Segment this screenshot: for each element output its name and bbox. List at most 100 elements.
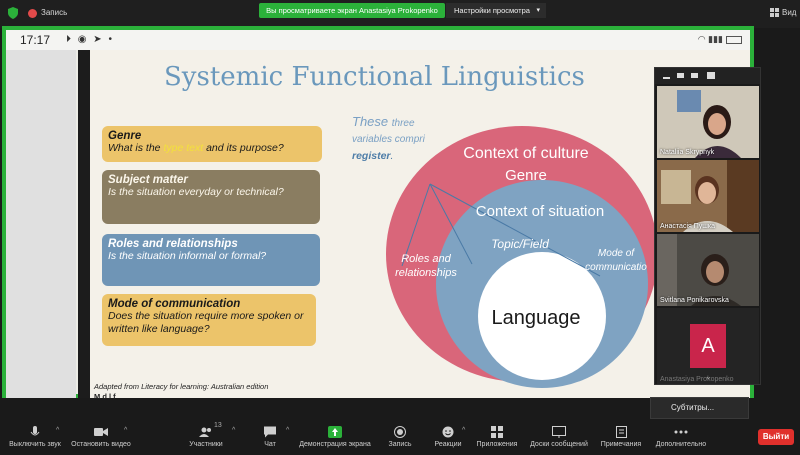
notes-icon — [615, 426, 627, 438]
share-screen-button[interactable]: Демонстрация экрана — [296, 420, 374, 455]
subject-matter-question: Is the situation everyday or technical? — [108, 186, 284, 198]
minimize-icon[interactable] — [663, 77, 670, 79]
mode-label-line1: Mode of — [598, 248, 635, 259]
roles-label-line2: relationships — [395, 267, 457, 279]
more-button[interactable]: Дополнительно — [652, 420, 710, 455]
topic-field-label: Topic/Field — [491, 237, 549, 251]
view-options-button[interactable]: Настройки просмотра ▾ — [446, 3, 546, 18]
smiley-icon — [442, 426, 454, 438]
venn-diagram: Context of culture Genre Context of situ… — [386, 126, 658, 388]
language-circle — [478, 252, 606, 380]
chevron-down-icon[interactable]: ⌄ — [705, 372, 712, 381]
chat-button[interactable]: Чат ^ — [256, 420, 289, 455]
participant-video — [657, 160, 759, 232]
participants-button[interactable]: Участники 13 ^ — [184, 420, 235, 455]
participant-name: Анастасія Пушка — [660, 223, 715, 230]
mute-button[interactable]: Выключить звук ^ — [4, 420, 66, 455]
status-icons: ◠ ▮▮▮ — [698, 34, 742, 45]
participant-name: Svitlana Ponikarovska — [660, 297, 729, 304]
slide: Systemic Functional Linguistics Genre Wh… — [90, 50, 750, 401]
roles-question: Is the situation informal or formal? — [108, 250, 267, 262]
grid-view-icon[interactable] — [770, 8, 779, 17]
these-word: These — [352, 114, 389, 129]
view-label[interactable]: Вид — [782, 8, 797, 17]
roles-heading: Roles and relationships — [108, 238, 238, 250]
record-button[interactable]: Запись — [382, 420, 418, 455]
top-bar: Запись Вы просматриваете экран Anastasiy… — [0, 0, 800, 28]
genre-question-end: and its purpose? — [203, 142, 284, 154]
shield-icon[interactable] — [8, 7, 18, 19]
chevron-down-icon: ▾ — [536, 7, 540, 14]
context-of-culture-label: Context of culture — [463, 145, 589, 162]
more-icon — [674, 430, 688, 434]
participant-tile[interactable]: A ⌄ Anastasiya Prokopenko — [657, 308, 759, 384]
reactions-button[interactable]: Реакции ^ — [432, 420, 466, 455]
genre-question: What is the type text and its purpose? — [108, 142, 316, 155]
chevron-up-icon[interactable]: ^ — [462, 427, 466, 434]
subject-matter-heading: Subject matter — [108, 174, 188, 186]
cut-off-text: M d l f — [94, 392, 116, 401]
source-note: Adapted from Literacy for learning: Aust… — [94, 382, 269, 391]
screen-left-strip — [6, 50, 76, 398]
participants-label: Участники — [189, 441, 223, 448]
apps-button[interactable]: Приложения — [474, 420, 520, 455]
apps-icon — [491, 426, 503, 438]
participant-video — [657, 234, 759, 306]
participant-name: Anastasiya Prokopenko — [660, 376, 734, 383]
chevron-up-icon[interactable]: ^ — [124, 427, 128, 434]
shared-screen: 17:17 ⏵ ◉ ➤ • ◠ ▮▮▮ Systemic Functional … — [2, 26, 754, 401]
mode-question: Does the situation require more spoken o… — [108, 310, 304, 335]
variables-text: variables compri — [352, 134, 425, 145]
video-label: Остановить видео — [71, 441, 131, 448]
chat-icon — [264, 426, 276, 438]
whiteboards-button[interactable]: Доски сообщений — [526, 420, 592, 455]
notes-label: Примечания — [600, 441, 642, 448]
notes-button[interactable]: Примечания — [598, 420, 644, 455]
subtitles-menu-item[interactable]: Субтитры... — [650, 397, 749, 419]
chevron-up-icon[interactable]: ^ — [286, 427, 290, 434]
arrow-line — [401, 183, 431, 267]
share-screen-label: Демонстрация экрана — [299, 441, 371, 448]
participant-tile[interactable]: Анастасія Пушка — [657, 160, 759, 232]
strip-view-icon[interactable] — [677, 73, 684, 78]
view-options-label: Настройки просмотра — [454, 6, 530, 15]
these-text: These three — [352, 114, 415, 129]
genre-question-start: What is the — [108, 142, 164, 154]
genre-heading: Genre — [108, 130, 142, 142]
slide-title: Systemic Functional Linguistics — [164, 62, 585, 92]
video-camera-icon — [94, 428, 108, 436]
apps-label: Приложения — [476, 441, 518, 448]
genre-label: Genre — [505, 167, 547, 184]
speaker-view-icon[interactable] — [691, 73, 698, 78]
participant-video — [657, 86, 759, 158]
participants-icon — [199, 427, 211, 437]
whiteboards-label: Доски сообщений — [530, 441, 588, 448]
microphone-icon — [30, 426, 40, 436]
recording-icon — [28, 9, 37, 18]
roles-box: Roles and relationships Is the situation… — [102, 234, 320, 286]
recording-label: Запись — [41, 8, 68, 17]
share-screen-icon — [328, 426, 342, 438]
leave-button[interactable]: Выйти — [758, 429, 794, 445]
roles-label-line1: Roles and — [401, 253, 451, 265]
reactions-label: Реакции — [434, 441, 462, 448]
participant-tile[interactable]: Nataliia Skrypnyk — [657, 86, 759, 158]
chevron-up-icon[interactable]: ^ — [232, 427, 236, 434]
avatar: A — [690, 324, 726, 368]
genre-question-highlight: type text — [163, 142, 204, 154]
three-word: three — [391, 118, 415, 129]
gallery-view-icon[interactable] — [707, 72, 715, 79]
participant-tile[interactable]: Svitlana Ponikarovska — [657, 234, 759, 306]
mode-box: Mode of communication Does the situation… — [102, 294, 316, 346]
register-word: register — [352, 150, 391, 162]
video-button[interactable]: Остановить видео ^ — [68, 420, 134, 455]
phone-status-bar: 17:17 ⏵ ◉ ➤ • ◠ ▮▮▮ — [6, 30, 750, 50]
phone-time: 17:17 — [20, 33, 51, 47]
whiteboard-icon — [552, 426, 566, 438]
chevron-up-icon[interactable]: ^ — [56, 427, 60, 434]
subject-matter-box: Subject matter Is the situation everyday… — [102, 170, 320, 224]
slide-side-bar — [78, 50, 90, 398]
battery-icon — [726, 35, 742, 44]
arrow-line — [429, 183, 601, 277]
